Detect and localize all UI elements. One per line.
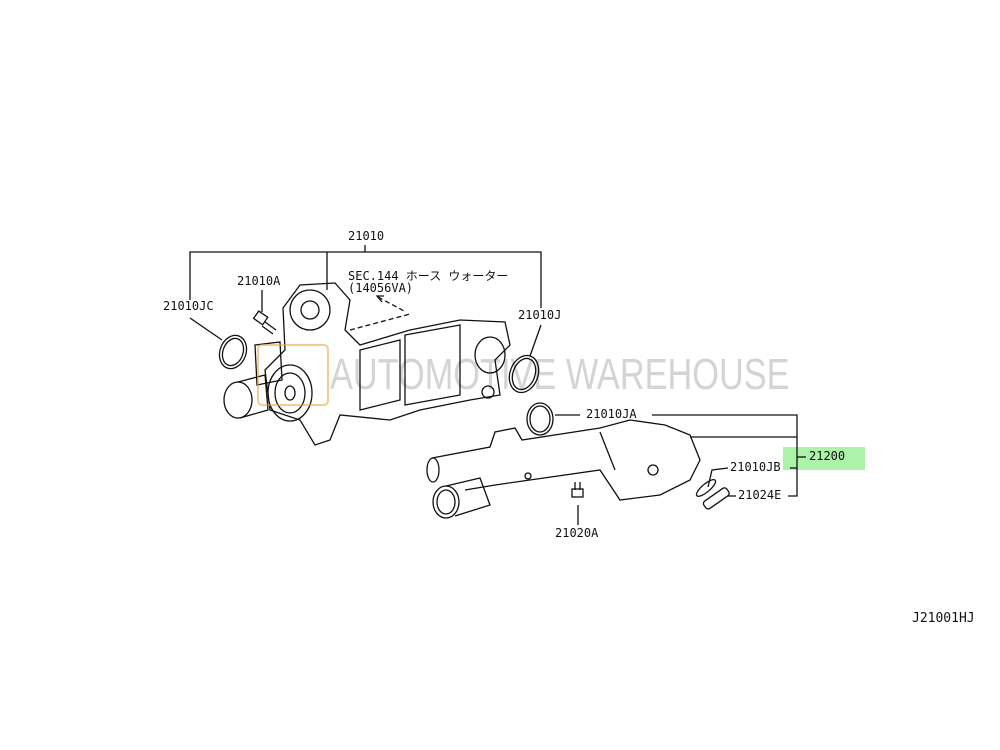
label-14056va-ref[interactable]: (14056VA): [348, 281, 414, 295]
label-21010jb[interactable]: 21010JB: [730, 460, 781, 474]
label-21020a[interactable]: 21020A: [555, 526, 599, 540]
part-highlight-21200: [783, 447, 865, 470]
label-21010jc[interactable]: 21010JC: [163, 299, 214, 313]
water-pump-assembly: [223, 282, 511, 446]
label-21010j[interactable]: 21010J: [518, 308, 562, 322]
label-21200[interactable]: 21200: [809, 449, 846, 463]
thermostat-housing-assembly: [426, 419, 701, 519]
label-21010ja[interactable]: 21010JA: [586, 407, 637, 421]
label-21010a[interactable]: 21010A: [237, 274, 281, 288]
gasket-21010ja: [526, 402, 554, 436]
gasket-21010j: [508, 354, 540, 394]
seal-21024e: [702, 487, 730, 510]
watermark-logo: [257, 344, 329, 406]
gasket-21010jb: [695, 479, 717, 497]
label-21010[interactable]: 21010: [348, 229, 385, 243]
bolt-21010a: [252, 310, 277, 335]
label-sec-144-ref[interactable]: SEC.144 ホース ウォーター: [348, 269, 509, 283]
watermark: AUTOMOTIVE WAREHOUSE: [330, 350, 790, 399]
label-21024e[interactable]: 21024E: [738, 488, 782, 502]
leader-lines: [189, 245, 806, 525]
diagram-code: J21001HJ: [912, 611, 975, 626]
bolt-21020a: [571, 482, 584, 498]
gasket-21010jc: [218, 334, 248, 370]
